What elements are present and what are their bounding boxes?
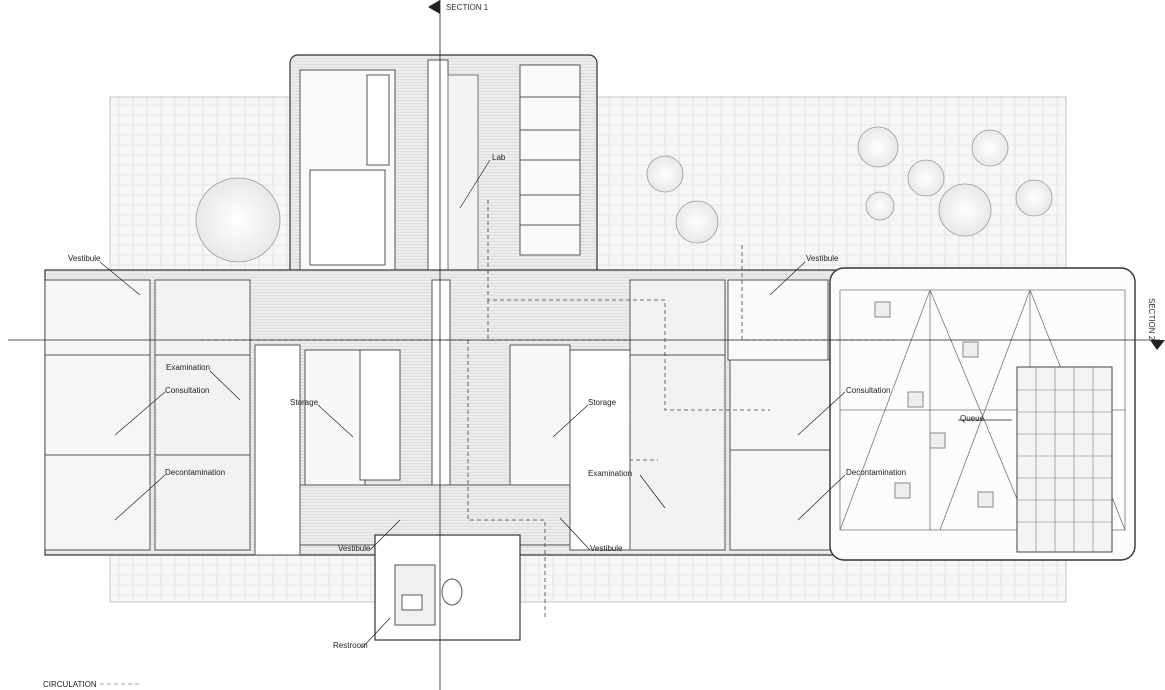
label-lab: Lab xyxy=(492,153,506,162)
label-queue: Queue xyxy=(960,414,985,423)
vestibule-right-block xyxy=(727,279,829,361)
section-1-label: SECTION 1 xyxy=(446,3,489,12)
legend-circulation-label: CIRCULATION xyxy=(43,680,97,689)
section-lines xyxy=(8,0,1165,690)
section-1-marker-icon xyxy=(428,0,440,14)
queue-pavilion xyxy=(829,267,1136,561)
label-vestibule-bottom-left: Vestibule xyxy=(338,544,371,553)
label-storage-left: Storage xyxy=(290,398,319,407)
label-decontamination-right: Decontamination xyxy=(846,468,906,477)
label-consultation-right: Consultation xyxy=(846,386,890,395)
section-2-marker-icon xyxy=(1150,340,1165,350)
legend: CIRCULATION xyxy=(43,680,140,689)
label-examination-right: Examination xyxy=(588,469,632,478)
section-2-label: SECTION 2 xyxy=(1147,298,1156,341)
restroom-block xyxy=(374,534,521,641)
label-vestibule-right: Vestibule xyxy=(806,254,839,263)
label-consultation-left: Consultation xyxy=(165,386,209,395)
label-vestibule-bottom-right: Vestibule xyxy=(590,544,623,553)
label-storage-right: Storage xyxy=(588,398,617,407)
trees xyxy=(195,126,1053,263)
label-restroom: Restroom xyxy=(333,641,368,650)
label-decontamination-left: Decontamination xyxy=(165,468,225,477)
label-examination-left: Examination xyxy=(166,363,210,372)
label-vestibule-left: Vestibule xyxy=(68,254,101,263)
lab-block xyxy=(289,54,598,281)
label-leaders xyxy=(99,159,1012,649)
